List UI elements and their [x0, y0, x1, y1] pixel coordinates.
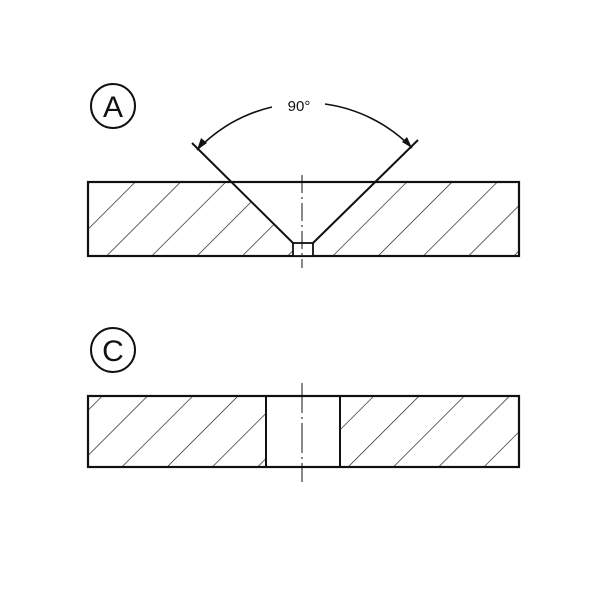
figure-c: C [86, 327, 521, 482]
plate-c-left-section [88, 396, 266, 467]
plate-c-right-section [340, 396, 519, 467]
countersink-left-edge [191, 142, 294, 244]
arrowhead-left-icon [197, 138, 207, 150]
plate-c-outline [86, 394, 521, 469]
dimension-arc-left [196, 106, 273, 151]
plate-a-section [88, 182, 519, 256]
figure-a: A 90° [86, 83, 521, 268]
label-a: A [103, 91, 123, 124]
dimension-arc-right [324, 103, 413, 149]
label-c: C [102, 335, 124, 368]
arrowhead-right-icon [402, 137, 412, 148]
angle-label: 90° [288, 98, 311, 115]
countersink-right-edge [312, 139, 419, 244]
label-circle-c [90, 327, 136, 373]
pilot-hole [292, 242, 314, 257]
label-circle-a [90, 83, 136, 129]
